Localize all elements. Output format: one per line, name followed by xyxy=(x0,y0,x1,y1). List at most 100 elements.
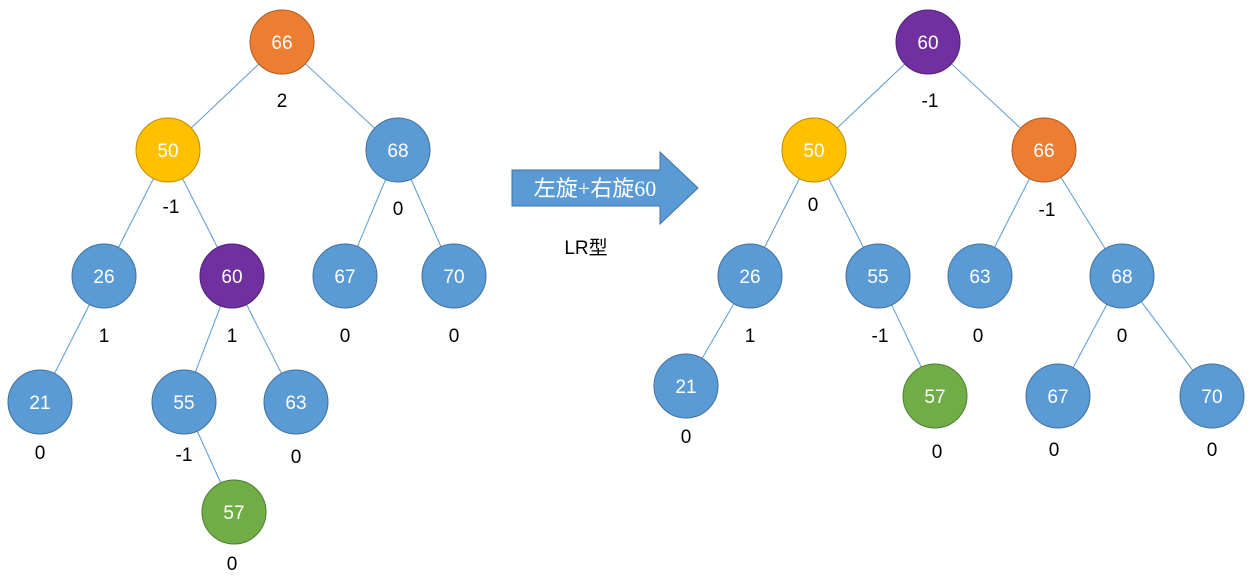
after-node-21-label: 21 xyxy=(675,377,696,398)
before-node-66-balance: 2 xyxy=(277,91,288,112)
after-node-50-balance: 0 xyxy=(808,195,819,216)
after-node-68-circle xyxy=(1089,243,1155,309)
before-node-60-balance: 1 xyxy=(227,326,238,347)
after-node-66-circle xyxy=(1011,117,1077,183)
after-edge-60-50 xyxy=(836,63,906,129)
after-node-26-circle xyxy=(717,243,783,309)
after-node-57-label: 57 xyxy=(924,387,945,408)
after-node-21: 21 0 xyxy=(653,353,719,448)
after-node-67-label: 67 xyxy=(1047,387,1068,408)
before-node-66: 662 xyxy=(249,9,315,112)
after-edge-68-70 xyxy=(1140,301,1194,371)
before-node-63-label: 63 xyxy=(285,393,306,414)
before-edge-66-68 xyxy=(305,63,375,129)
after-node-66-balance: -1 xyxy=(1039,200,1056,221)
before-node-26-circle xyxy=(71,243,137,309)
before-node-70-circle xyxy=(421,243,487,309)
after-node-57: 57 0 xyxy=(902,363,968,463)
after-node-26: 26 1 xyxy=(717,243,783,347)
after-node-55-label: 55 xyxy=(867,267,888,288)
after-node-21-balance: 0 xyxy=(681,427,692,448)
before-node-26-label: 26 xyxy=(93,267,114,288)
before-node-66-circle xyxy=(249,9,315,75)
before-node-70-label: 70 xyxy=(443,267,464,288)
after-node-66: 66-1 xyxy=(1011,117,1077,221)
after-node-70: 70 0 xyxy=(1179,363,1245,461)
before-node-63: 63 0 xyxy=(263,369,329,468)
before-node-26: 26 1 xyxy=(71,243,137,347)
after-node-50-label: 50 xyxy=(803,141,824,162)
rotation-arrow: 左旋+右旋60 xyxy=(511,150,699,226)
after-node-55-balance: -1 xyxy=(872,326,889,347)
before-node-70: 70 0 xyxy=(421,243,487,347)
before-node-68-circle xyxy=(365,117,431,183)
after-node-60-balance: -1 xyxy=(922,91,939,112)
after-node-70-circle xyxy=(1179,363,1245,429)
before-node-70-balance: 0 xyxy=(449,326,460,347)
after-node-63-balance: 0 xyxy=(973,326,984,347)
after-node-60-circle xyxy=(895,9,961,75)
after-node-57-balance: 0 xyxy=(932,442,943,463)
after-edge-50-26 xyxy=(764,178,800,248)
after-node-67-circle xyxy=(1025,363,1091,429)
after-node-70-label: 70 xyxy=(1201,387,1222,408)
after-node-55: 55 -1 xyxy=(845,243,911,347)
after-edge-66-68 xyxy=(1060,176,1106,250)
before-node-68-balance: 0 xyxy=(393,199,404,220)
after-node-26-balance: 1 xyxy=(745,326,756,347)
before-node-60: 60 1 xyxy=(199,243,265,347)
after-edge-55-57 xyxy=(891,304,922,368)
after-tree: 60-1 50 0 66-1 26 1 55 -1 63 0 68 0 21 0 57 0 670 70 0 xyxy=(653,9,1245,463)
before-node-68: 68 0 xyxy=(365,117,431,220)
after-node-21-circle xyxy=(653,353,719,419)
before-node-63-balance: 0 xyxy=(291,447,302,468)
after-node-68-balance: 0 xyxy=(1117,326,1128,347)
before-node-50-label: 50 xyxy=(157,141,178,162)
before-node-68-label: 68 xyxy=(387,141,408,162)
after-node-63: 63 0 xyxy=(947,243,1013,347)
before-node-57-circle xyxy=(201,479,267,545)
before-edge-55-57 xyxy=(196,430,222,484)
before-node-26-balance: 1 xyxy=(99,326,110,347)
before-node-67-balance: 0 xyxy=(340,326,351,347)
before-edge-50-60 xyxy=(182,178,218,248)
before-node-67-label: 67 xyxy=(334,267,355,288)
after-edge-68-67 xyxy=(1072,303,1108,369)
before-edge-26-21 xyxy=(54,304,90,374)
after-node-68: 68 0 xyxy=(1089,243,1155,347)
after-node-68-label: 68 xyxy=(1111,267,1132,288)
before-edge-50-26 xyxy=(118,178,154,248)
after-edge-26-21 xyxy=(701,303,735,359)
before-node-60-circle xyxy=(199,243,265,309)
before-node-50-circle xyxy=(135,117,201,183)
before-node-60-label: 60 xyxy=(221,267,242,288)
rotation-arrow-label: 左旋+右旋60 xyxy=(534,176,656,201)
after-node-70-balance: 0 xyxy=(1207,440,1218,461)
before-edge-60-63 xyxy=(246,304,282,374)
after-edge-50-55 xyxy=(828,178,864,248)
before-node-21: 21 0 xyxy=(7,369,73,464)
before-node-50: 50-1 xyxy=(135,117,201,218)
after-node-67: 670 xyxy=(1025,363,1091,461)
before-edge-66-50 xyxy=(190,63,260,129)
after-node-50: 50 0 xyxy=(781,117,847,216)
before-node-21-balance: 0 xyxy=(35,443,46,464)
before-edge-68-70 xyxy=(410,179,442,247)
before-node-55: 55-1 xyxy=(151,369,217,466)
after-node-63-label: 63 xyxy=(969,267,990,288)
rotation-type-label: LR型 xyxy=(564,237,607,259)
before-tree: 662 50-1 68 0 26 1 60 1 67 0 70 0 21 0 55-1 63 0 570 xyxy=(7,9,487,575)
before-node-21-label: 21 xyxy=(29,393,50,414)
before-node-67-circle xyxy=(312,243,378,309)
before-node-55-circle xyxy=(151,369,217,435)
before-node-63-circle xyxy=(263,369,329,435)
before-node-55-label: 55 xyxy=(173,393,194,414)
after-node-26-label: 26 xyxy=(739,267,760,288)
before-node-67: 67 0 xyxy=(312,243,378,347)
after-node-55-circle xyxy=(845,243,911,309)
before-edge-68-67 xyxy=(356,179,387,247)
before-node-57: 570 xyxy=(201,479,267,575)
after-node-60: 60-1 xyxy=(895,9,961,112)
after-node-63-circle xyxy=(947,243,1013,309)
